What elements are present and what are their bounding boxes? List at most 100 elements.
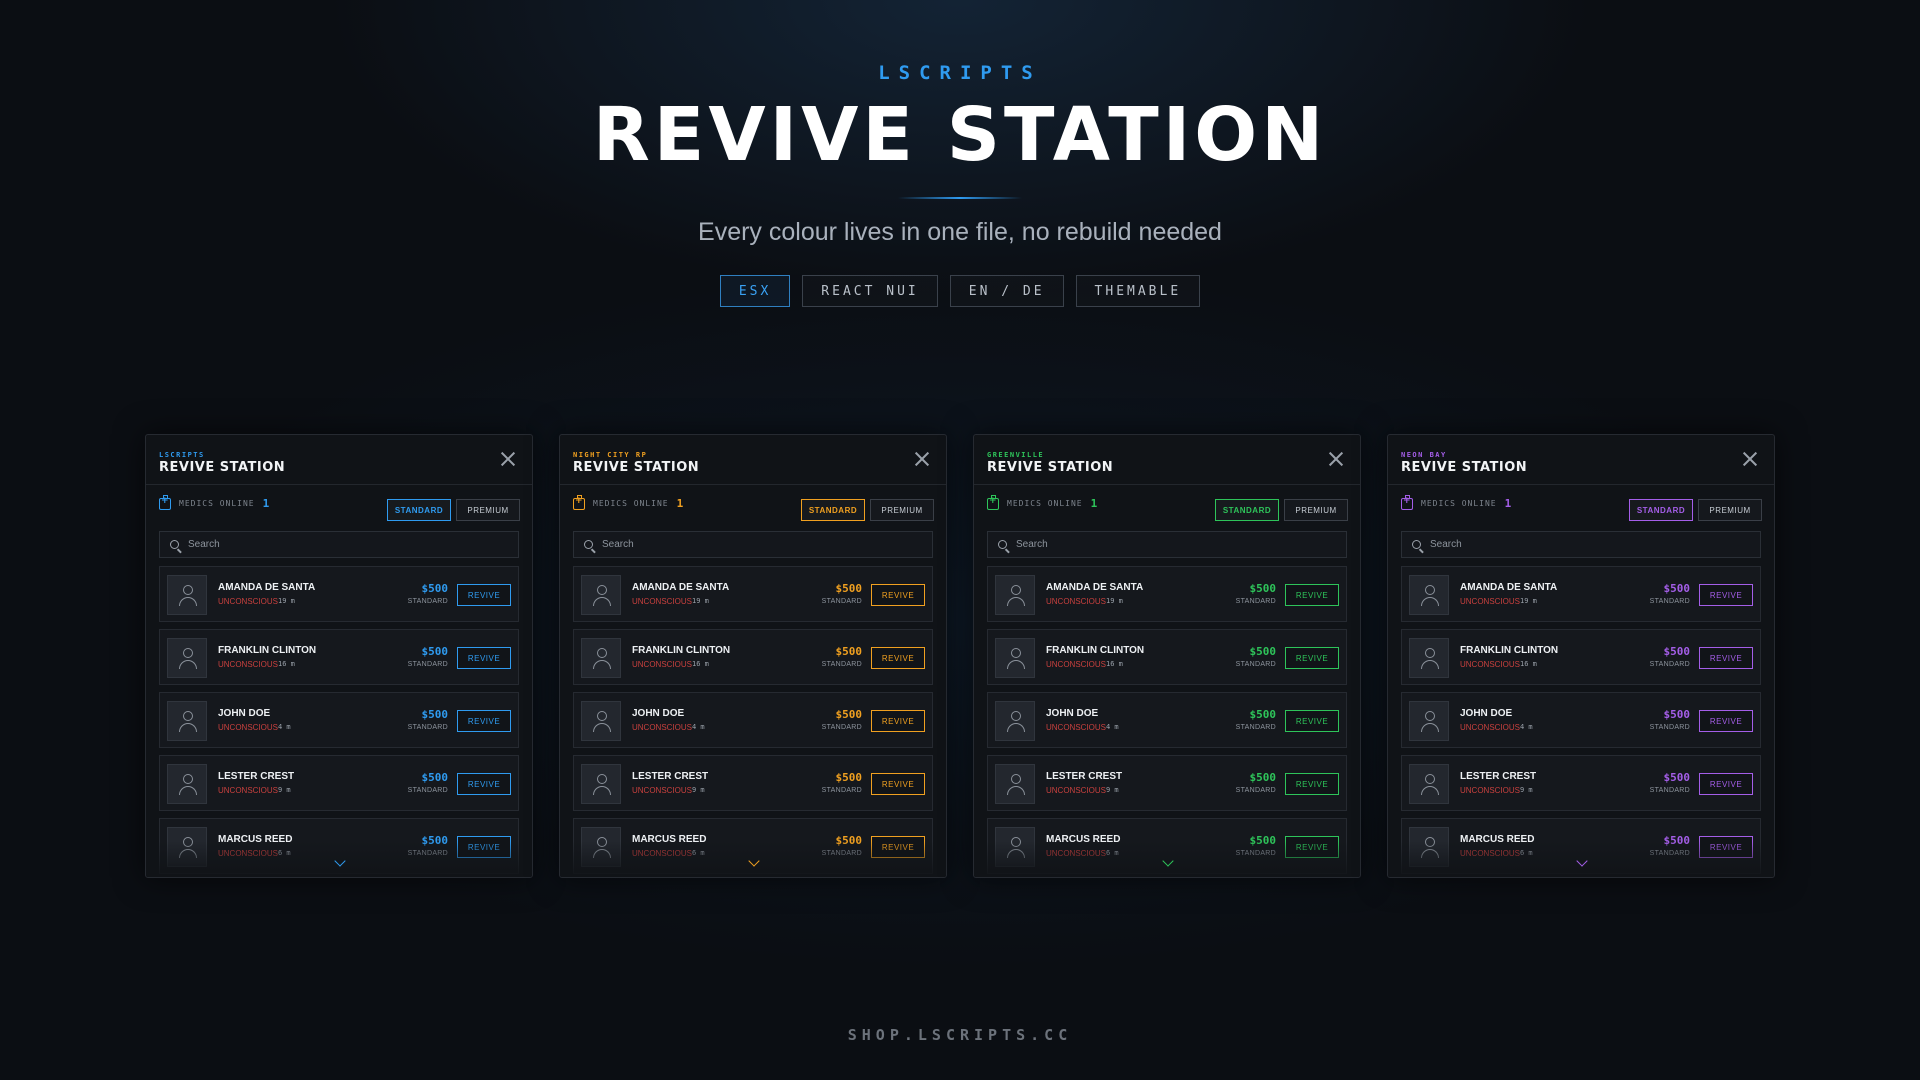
revive-price: $500 — [421, 582, 449, 595]
patient-name: JOHN DOE — [1460, 708, 1513, 719]
revive-price: $500 — [1663, 645, 1691, 658]
search-box[interactable] — [159, 531, 519, 558]
patient-row: AMANDA DE SANTA UNCONSCIOUS 19 m $500 ST… — [1401, 566, 1761, 622]
revive-button[interactable]: REVIVE — [871, 773, 925, 795]
tier-premium-button[interactable]: PREMIUM — [1284, 499, 1348, 521]
revive-price: $500 — [835, 708, 863, 721]
revive-button[interactable]: REVIVE — [871, 647, 925, 669]
patient-row: AMANDA DE SANTA UNCONSCIOUS 19 m $500 ST… — [159, 566, 519, 622]
revive-price: $500 — [1663, 582, 1691, 595]
user-icon — [581, 764, 621, 804]
patient-status: UNCONSCIOUS — [1046, 723, 1107, 732]
feature-tags: ESX REACT NUI EN / DE THEMABLE — [0, 275, 1920, 307]
tier-standard-button[interactable]: STANDARD — [801, 499, 865, 521]
search-icon — [998, 540, 1007, 549]
patient-distance: 19 m — [278, 597, 295, 605]
tag-themable: THEMABLE — [1075, 275, 1201, 307]
medics-label: MEDICS ONLINE — [593, 499, 669, 508]
revive-price: $500 — [835, 645, 863, 658]
revive-button[interactable]: REVIVE — [457, 773, 511, 795]
close-icon[interactable] — [1742, 451, 1758, 467]
list-fade — [1388, 841, 1774, 877]
patient-row: LESTER CREST UNCONSCIOUS 9 m $500 STANDA… — [159, 755, 519, 811]
patient-status: UNCONSCIOUS — [1460, 597, 1521, 606]
user-icon — [1409, 701, 1449, 741]
patient-status: UNCONSCIOUS — [632, 723, 693, 732]
revive-button[interactable]: REVIVE — [457, 710, 511, 732]
close-icon[interactable] — [1328, 451, 1344, 467]
patient-distance: 4 m — [278, 723, 291, 731]
patient-list[interactable]: AMANDA DE SANTA UNCONSCIOUS 19 m $500 ST… — [1401, 566, 1761, 877]
patient-name: JOHN DOE — [632, 708, 685, 719]
medics-online: MEDICS ONLINE 1 — [573, 494, 683, 510]
patient-name: LESTER CREST — [1046, 771, 1123, 782]
search-input[interactable] — [188, 539, 488, 550]
patient-status: UNCONSCIOUS — [632, 660, 693, 669]
tier-premium-button[interactable]: PREMIUM — [456, 499, 520, 521]
page-title: REVIVE STATION — [592, 92, 1328, 178]
tier-standard-button[interactable]: STANDARD — [1215, 499, 1279, 521]
revive-button[interactable]: REVIVE — [1285, 584, 1339, 606]
search-icon — [584, 540, 593, 549]
title-divider — [898, 197, 1022, 199]
server-tag: NIGHT CITY RP — [573, 451, 648, 459]
search-box[interactable] — [987, 531, 1347, 558]
revive-button[interactable]: REVIVE — [1285, 710, 1339, 732]
patient-row: AMANDA DE SANTA UNCONSCIOUS 19 m $500 ST… — [573, 566, 933, 622]
tier-premium-button[interactable]: PREMIUM — [870, 499, 934, 521]
revive-price: $500 — [421, 771, 449, 784]
patient-row: JOHN DOE UNCONSCIOUS 4 m $500 STANDARD R… — [573, 692, 933, 748]
search-input[interactable] — [1016, 539, 1316, 550]
revive-button[interactable]: REVIVE — [457, 647, 511, 669]
patient-name: FRANKLIN CLINTON — [1460, 645, 1559, 656]
patient-name: JOHN DOE — [218, 708, 271, 719]
revive-button[interactable]: REVIVE — [1699, 647, 1753, 669]
medics-online: MEDICS ONLINE 1 — [159, 494, 270, 510]
revive-price: $500 — [835, 771, 863, 784]
revive-panel: LSCRIPTS REVIVE STATION MEDICS ONLINE 1 … — [145, 434, 533, 878]
tier-toggle: STANDARD PREMIUM — [1629, 499, 1762, 521]
revive-button[interactable]: REVIVE — [1285, 773, 1339, 795]
revive-button[interactable]: REVIVE — [1699, 584, 1753, 606]
revive-button[interactable]: REVIVE — [1285, 647, 1339, 669]
search-input[interactable] — [602, 539, 902, 550]
revive-button[interactable]: REVIVE — [871, 584, 925, 606]
tier-standard-button[interactable]: STANDARD — [1629, 499, 1693, 521]
medics-online: MEDICS ONLINE 1 — [987, 494, 1097, 510]
search-box[interactable] — [1401, 531, 1761, 558]
patient-row: LESTER CREST UNCONSCIOUS 9 m $500 STANDA… — [1401, 755, 1761, 811]
revive-button[interactable]: REVIVE — [1699, 773, 1753, 795]
tier-standard-button[interactable]: STANDARD — [387, 499, 451, 521]
search-box[interactable] — [573, 531, 933, 558]
patient-distance: 16 m — [1520, 660, 1537, 668]
medkit-icon — [573, 494, 585, 510]
close-icon[interactable] — [500, 451, 516, 467]
revive-button[interactable]: REVIVE — [1699, 710, 1753, 732]
price-tier: STANDARD — [407, 661, 448, 668]
patient-list[interactable]: AMANDA DE SANTA UNCONSCIOUS 19 m $500 ST… — [159, 566, 519, 877]
panel-showcase: LSCRIPTS REVIVE STATION MEDICS ONLINE 1 … — [145, 434, 1775, 878]
medics-count: 1 — [262, 497, 270, 510]
revive-price: $500 — [421, 645, 449, 658]
price-tier: STANDARD — [407, 787, 448, 794]
patient-distance: 19 m — [1106, 597, 1123, 605]
panel-header: GREENVILLE REVIVE STATION — [974, 435, 1360, 485]
patient-distance: 4 m — [692, 723, 705, 731]
panel-title: REVIVE STATION — [573, 460, 700, 475]
patient-name: LESTER CREST — [218, 771, 295, 782]
price-tier: STANDARD — [407, 598, 448, 605]
medics-online: MEDICS ONLINE 1 — [1401, 494, 1511, 510]
tag-esx: ESX — [719, 275, 791, 307]
patient-row: LESTER CREST UNCONSCIOUS 9 m $500 STANDA… — [573, 755, 933, 811]
revive-button[interactable]: REVIVE — [871, 710, 925, 732]
tier-premium-button[interactable]: PREMIUM — [1698, 499, 1762, 521]
revive-button[interactable]: REVIVE — [457, 584, 511, 606]
panel-title: REVIVE STATION — [159, 460, 286, 475]
patient-list[interactable]: AMANDA DE SANTA UNCONSCIOUS 19 m $500 ST… — [987, 566, 1347, 877]
close-icon[interactable] — [914, 451, 930, 467]
patient-row: FRANKLIN CLINTON UNCONSCIOUS 16 m $500 S… — [159, 629, 519, 685]
patient-list[interactable]: AMANDA DE SANTA UNCONSCIOUS 19 m $500 ST… — [573, 566, 933, 877]
patient-row: FRANKLIN CLINTON UNCONSCIOUS 16 m $500 S… — [1401, 629, 1761, 685]
user-icon — [995, 764, 1035, 804]
search-input[interactable] — [1430, 539, 1730, 550]
